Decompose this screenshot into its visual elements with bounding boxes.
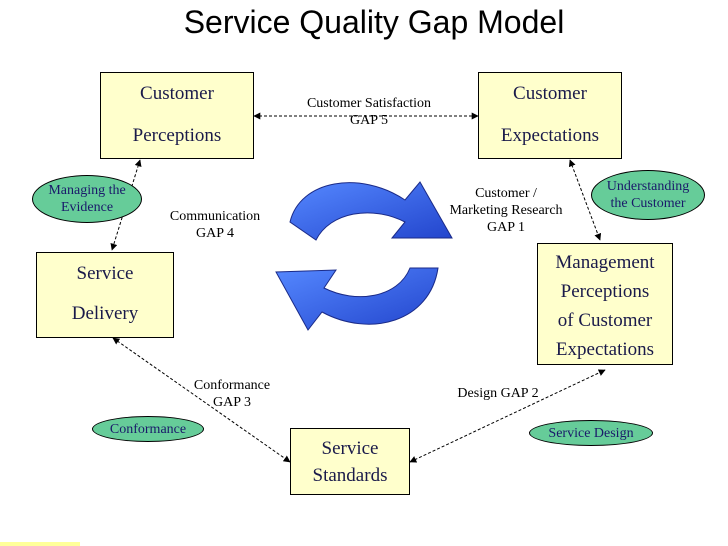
oval-line: the Customer (610, 196, 686, 211)
understanding-customer-oval: Understanding the Customer (591, 170, 705, 220)
gap-line: Communication (169, 209, 261, 224)
box-line: Customer (140, 83, 214, 104)
gap3-line (112, 337, 291, 463)
box-line: Perceptions (132, 125, 222, 146)
box-line: Delivery (71, 303, 139, 324)
bottom-accent-bar (0, 542, 80, 546)
customer-perceptions-box: Customer Perceptions (100, 72, 254, 159)
box-line: Expectations (555, 339, 655, 360)
gap-line: Design GAP 2 (457, 386, 539, 401)
customer-expectations-box: Customer Expectations (478, 72, 622, 159)
service-design-oval: Service Design (529, 420, 653, 446)
box-line: Perceptions (560, 281, 650, 302)
gap2-line (409, 369, 606, 463)
box-line: Standards (312, 465, 388, 486)
gap-line: Customer / (475, 186, 537, 201)
service-standards-box: Service Standards (290, 428, 410, 495)
managing-evidence-oval: Managing the Evidence (32, 175, 142, 223)
gap5-label: Customer Satisfaction GAP 5 (286, 95, 452, 129)
box-line: Management (555, 252, 655, 273)
oval-line: Service Design (548, 425, 634, 441)
gap-line: Customer Satisfaction (306, 96, 432, 111)
oval-line: Conformance (109, 421, 187, 437)
box-line: Expectations (500, 125, 600, 146)
box-line: Service (76, 263, 134, 284)
box-line: Customer (513, 83, 587, 104)
management-perceptions-box: Management Perceptions of Customer Expec… (537, 243, 673, 365)
oval-line: Managing the (48, 183, 126, 198)
gap-line: Conformance (193, 378, 271, 393)
box-line: of Customer (557, 310, 653, 331)
box-line: Service (321, 438, 379, 459)
gap-line: GAP 5 (350, 113, 388, 128)
service-delivery-box: Service Delivery (36, 252, 174, 338)
gap-line: GAP 3 (213, 395, 251, 410)
gap-line: GAP 4 (196, 226, 234, 241)
gap-line: GAP 1 (487, 220, 525, 235)
cycle-arrow-bottom (275, 267, 439, 331)
gap1-label: Customer / Marketing Research GAP 1 (432, 185, 580, 236)
gap4-label: Communication GAP 4 (152, 208, 278, 242)
page-title: Service Quality Gap Model (183, 4, 565, 40)
cycle-arrow-top (289, 181, 453, 241)
gap-line: Marketing Research (449, 203, 563, 218)
gap1-line (568, 159, 602, 241)
oval-line: Evidence (60, 200, 114, 215)
oval-line: Understanding (606, 179, 690, 194)
gap2-label: Design GAP 2 (438, 385, 558, 402)
conformance-oval: Conformance (92, 416, 204, 442)
gap3-label: Conformance GAP 3 (172, 377, 292, 411)
